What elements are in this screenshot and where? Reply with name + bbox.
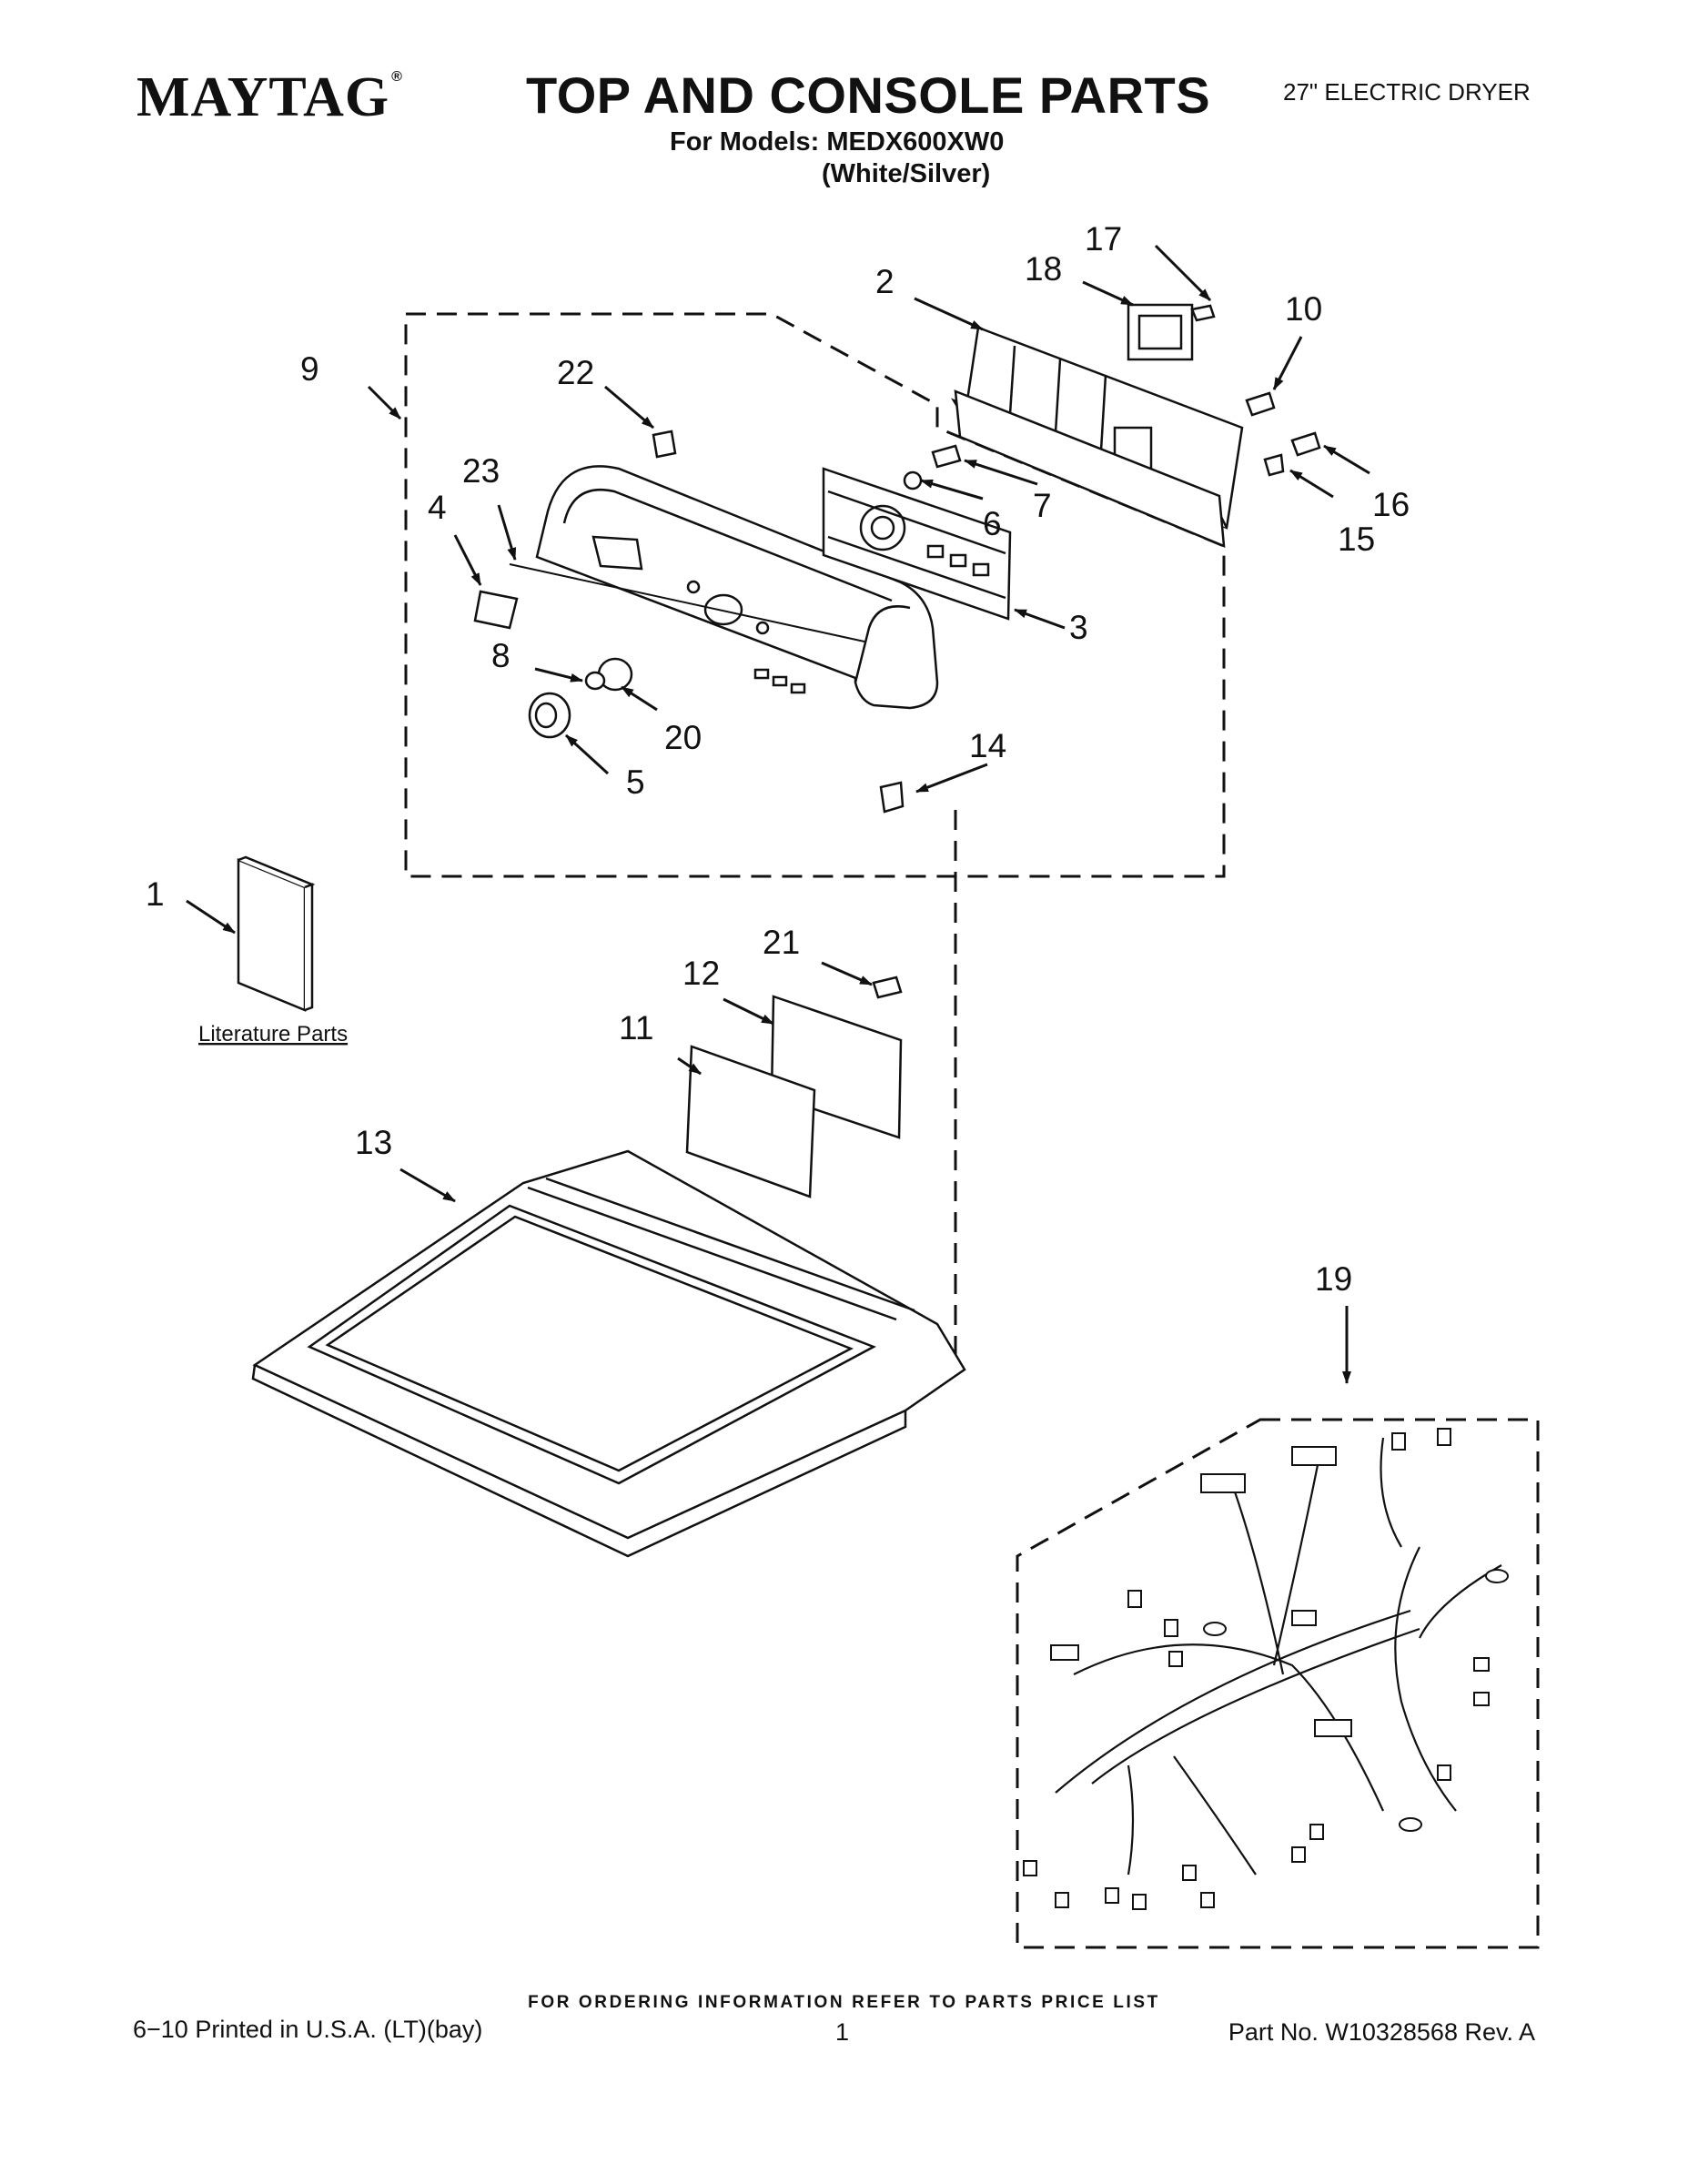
screw-7 — [931, 444, 962, 469]
page-number: 1 — [835, 2018, 850, 2046]
clip-14 — [879, 781, 905, 814]
lens-4 — [473, 590, 519, 630]
callout-20: 20 — [664, 719, 702, 756]
callout-16: 16 — [1372, 486, 1410, 523]
callout-14: 14 — [969, 727, 1006, 764]
console-bracket — [950, 326, 1244, 548]
clip-22 — [652, 430, 677, 459]
leader-arrows — [186, 244, 1370, 1384]
callout-18: 18 — [1025, 250, 1062, 288]
page-title: TOP AND CONSOLE PARTS — [526, 66, 1211, 124]
callout-7: 7 — [1033, 487, 1052, 524]
control-board — [822, 467, 1012, 621]
part-number: Part No. W10328568 Rev. A — [1228, 2018, 1535, 2046]
callout-3: 3 — [1069, 609, 1088, 646]
harness-connectors — [1023, 1428, 1509, 1910]
print-info: 6−10 Printed in U.S.A. (LT)(bay) — [133, 2016, 483, 2043]
callout-12: 12 — [682, 955, 720, 992]
callout-4: 4 — [428, 489, 447, 526]
callout-8: 8 — [491, 637, 510, 674]
order-note: FOR ORDERING INFORMATION REFER TO PARTS … — [528, 1993, 1160, 2012]
callout-11: 11 — [619, 1009, 653, 1046]
screw-21 — [872, 976, 903, 999]
callout-22: 22 — [557, 354, 594, 391]
screw-16 — [1290, 431, 1321, 457]
machine-control — [685, 976, 903, 1198]
encoder-6 — [903, 470, 923, 490]
variant-line: (White/Silver) — [822, 159, 991, 188]
literature-label: Literature Parts — [198, 1022, 348, 1046]
callout-19: 19 — [1315, 1260, 1352, 1298]
callout-5: 5 — [626, 763, 645, 801]
callout-1: 1 — [146, 875, 165, 913]
callout-21: 21 — [763, 924, 800, 961]
callout-13: 13 — [355, 1124, 392, 1161]
callout-2: 2 — [875, 263, 895, 300]
models-line: For Models: MEDX600XW0 — [670, 127, 1005, 157]
literature-booklet — [237, 855, 316, 1012]
console-panel — [535, 465, 939, 710]
wire-harness — [1055, 1437, 1502, 1876]
console-assembly-outline — [404, 312, 1540, 1949]
shaft-8 — [584, 671, 606, 691]
callout-10: 10 — [1285, 290, 1322, 328]
clip-15 — [1263, 453, 1285, 477]
screw-10 — [1245, 391, 1276, 417]
callout-17: 17 — [1085, 220, 1122, 258]
control-module-11 — [685, 1045, 816, 1198]
callout-23: 23 — [462, 452, 500, 490]
callout-15: 15 — [1338, 521, 1375, 558]
dryer-top — [251, 1149, 966, 1558]
callout-6: 6 — [983, 505, 1002, 542]
callout-9: 9 — [300, 350, 319, 388]
product-label: 27" ELECTRIC DRYER — [1283, 78, 1531, 106]
callout-numbers: 1 2 3 4 5 6 7 8 9 10 11 12 13 14 15 16 1… — [146, 220, 1410, 1298]
brand-logo: MAYTAG® — [136, 66, 403, 128]
small-parts — [473, 303, 1321, 814]
screw-17 — [1190, 304, 1216, 322]
